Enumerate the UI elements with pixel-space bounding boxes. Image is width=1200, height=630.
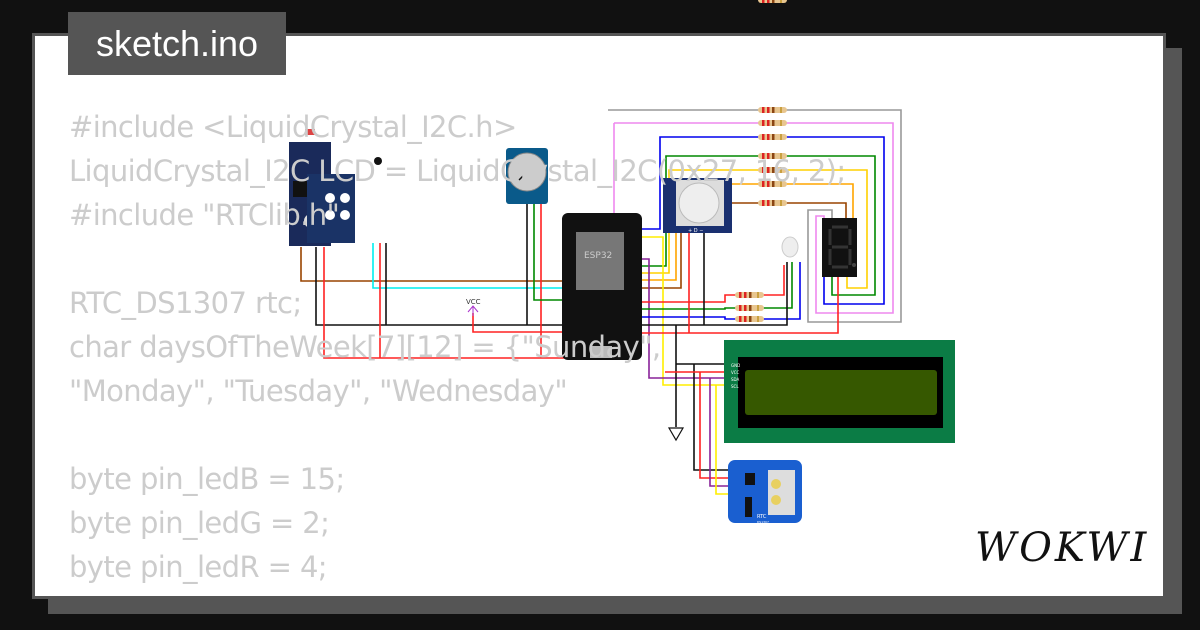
code-line: RTC_DS1307 rtc; [69,286,302,320]
code-line: byte pin_ledG = 2; [69,506,330,540]
code-line: byte pin_ledB = 15; [69,462,345,496]
svg-text:ESP32: ESP32 [584,251,612,261]
seven-segment-display [822,218,857,277]
resistors [735,0,787,322]
pir-sensor: + D − [663,178,732,234]
svg-text:DS1307: DS1307 [757,520,769,524]
file-tab[interactable]: sketch.ino [68,12,286,75]
code-line: #include <LiquidCrystal_I2C.h> [69,110,517,144]
svg-text:GND: GND [731,363,740,368]
lcd-16x2: GND VCC SDA SCL [724,340,955,443]
potentiometer [506,148,548,204]
svg-text:VCC: VCC [731,370,740,375]
code-line: byte pin_ledR = 4; [69,550,328,584]
svg-text:SCL: SCL [731,384,739,389]
pir-pin-labels: + D − [688,228,703,234]
thermistor-module [307,157,382,243]
rgb-led [781,236,799,258]
esp32-board: ESP32 [562,213,642,360]
wokwi-logo: WOKWI [975,525,1150,571]
code-line: char daysOfTheWeek[7][12] = {"Sunday", "… [69,330,661,408]
svg-text:SDA: SDA [731,377,740,382]
code-line: #include "RTClib.h" [69,198,340,232]
rtc-ds1307: RTC DS1307 [728,460,802,524]
svg-text:VCC: VCC [466,298,481,306]
svg-text:RTC: RTC [757,514,767,520]
ground-icon [667,427,685,442]
code-line: LiquidCrystal_I2C LCD = LiquidCrystal_I2… [69,154,846,188]
vcc-symbol: VCC [466,298,481,316]
